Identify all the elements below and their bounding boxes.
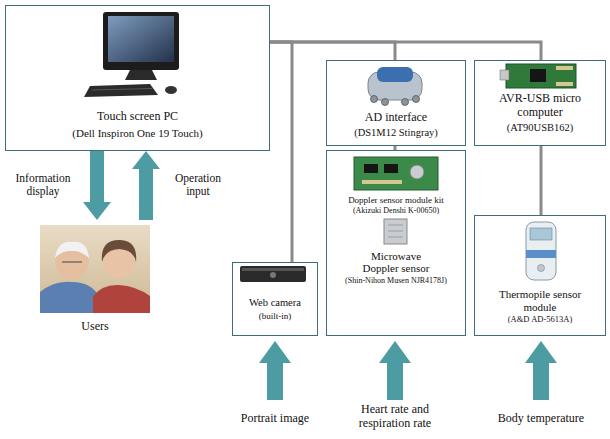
users-photo: [102, 240, 136, 262]
user-group: Users: [38, 220, 152, 342]
avr-board-illustration: [530, 69, 546, 82]
component-box: AD interface (DS1M12 Stingray): [326, 60, 466, 146]
ad-device-illustration: [377, 67, 413, 82]
users-photo: [62, 262, 82, 263]
component-box: Doppler sensor module kit(Akizuki Denshi…: [326, 150, 466, 336]
component-name: AVR-USB micro computer: [479, 92, 601, 120]
signal-label-box: Body temperature: [481, 408, 601, 426]
ad-device-illustration: [371, 96, 378, 103]
bus-line: [270, 42, 395, 60]
avr-board-illustration: [556, 82, 573, 86]
flow-arrow: [132, 151, 160, 220]
microwave-sensor-illustration: [388, 231, 403, 232]
input-arrow: [379, 341, 411, 400]
doppler-kit-illustration: [354, 157, 438, 190]
signal-label-box: Heart rate and respiration rate: [335, 403, 455, 431]
bus-line: [270, 42, 541, 60]
component-detail: (Shin-Nihon Musen NJR4178J): [345, 276, 447, 285]
ad-device-illustration: [368, 67, 422, 106]
doppler-kit-illustration: [354, 157, 438, 190]
pc-illustration: [125, 70, 157, 80]
pc-illustration: [84, 84, 158, 97]
webcam-illustration: [240, 266, 306, 282]
component-detail: (Dell Inspiron One 19 Touch): [72, 127, 202, 140]
thermometer-illustration: [526, 222, 556, 280]
webcam-illustration: [240, 266, 306, 282]
pc-illustration: [103, 12, 179, 70]
input-arrow: [259, 341, 557, 400]
component-name: Doppler sensor module kit: [348, 195, 444, 205]
doppler-kit-illustration: [364, 164, 378, 173]
component-box: Thermopile sensor module (A&D AD-5613A): [474, 215, 606, 336]
component-name: Web camera: [249, 297, 301, 309]
microwave-sensor-illustration: [384, 219, 407, 244]
doppler-kit-illustration: [410, 165, 424, 179]
users-photo: [55, 242, 89, 258]
component-box: Touch screen PC (Dell Inspiron One 19 Tou…: [5, 5, 270, 151]
pc-illustration: [108, 16, 174, 62]
microwave-sensor-illustration: [388, 225, 403, 226]
webcam-illustration: [270, 272, 276, 278]
component-name: AD interface: [365, 111, 427, 125]
component-detail: (DS1M12 Stingray): [354, 127, 438, 139]
thermometer-illustration: [538, 265, 545, 272]
input-arrow: [525, 341, 557, 400]
component-name: Users: [81, 320, 108, 334]
pc-illustration: [165, 86, 177, 94]
input-arrow: [259, 341, 291, 400]
users-photo: [93, 285, 150, 313]
signal-label: Body temperature: [498, 412, 584, 426]
component-detail: Microwave Doppler sensor: [356, 250, 436, 275]
component-detail: (Akizuki Denshi K-00650): [353, 206, 439, 215]
doppler-kit-illustration: [362, 180, 402, 184]
users-photo: [40, 225, 150, 313]
users-photo: [40, 225, 150, 313]
thermometer-illustration: [526, 222, 556, 280]
component-detail: (AT90USB162): [507, 122, 574, 134]
bus-line: [270, 42, 292, 262]
flow-label: Information display: [4, 172, 82, 198]
flow-label: Operation input: [162, 172, 234, 198]
component-detail: (built-in): [259, 311, 292, 321]
component-box: Web camera (built-in): [232, 262, 318, 336]
signal-label-box: Portrait image: [215, 408, 335, 426]
avr-board-illustration: [500, 70, 509, 80]
component-name: Touch screen PC: [97, 110, 178, 124]
avr-board-illustration: [500, 64, 576, 88]
thermometer-illustration: [530, 228, 552, 240]
component-name: Thermopile sensor module: [493, 288, 588, 313]
avr-board-illustration: [556, 66, 573, 70]
avr-board-illustration: [506, 64, 576, 88]
flow-label-box: Operation input: [162, 172, 234, 199]
ad-device-illustration: [402, 99, 409, 106]
signal-label: Heart rate and respiration rate: [345, 403, 445, 431]
flow-label-box: Information display: [4, 172, 82, 199]
webcam-illustration: [242, 268, 304, 271]
doppler-kit-illustration: [384, 164, 398, 173]
ad-device-illustration: [413, 96, 420, 103]
component-box: AVR-USB micro computer (AT90USB162): [474, 60, 606, 146]
microwave-sensor-illustration: [388, 237, 403, 238]
bus-line: [540, 146, 543, 215]
users-photo: [40, 282, 100, 313]
pc-illustration: [92, 89, 152, 91]
signal-label: Portrait image: [241, 412, 309, 426]
thermometer-illustration: [526, 250, 556, 258]
ad-device-illustration: [382, 99, 389, 106]
flow-arrow: [83, 151, 111, 220]
pc-illustration: [84, 12, 179, 97]
microwave-sensor-illustration: [384, 219, 407, 244]
component-detail: (A&D AD-5613A): [508, 315, 572, 325]
